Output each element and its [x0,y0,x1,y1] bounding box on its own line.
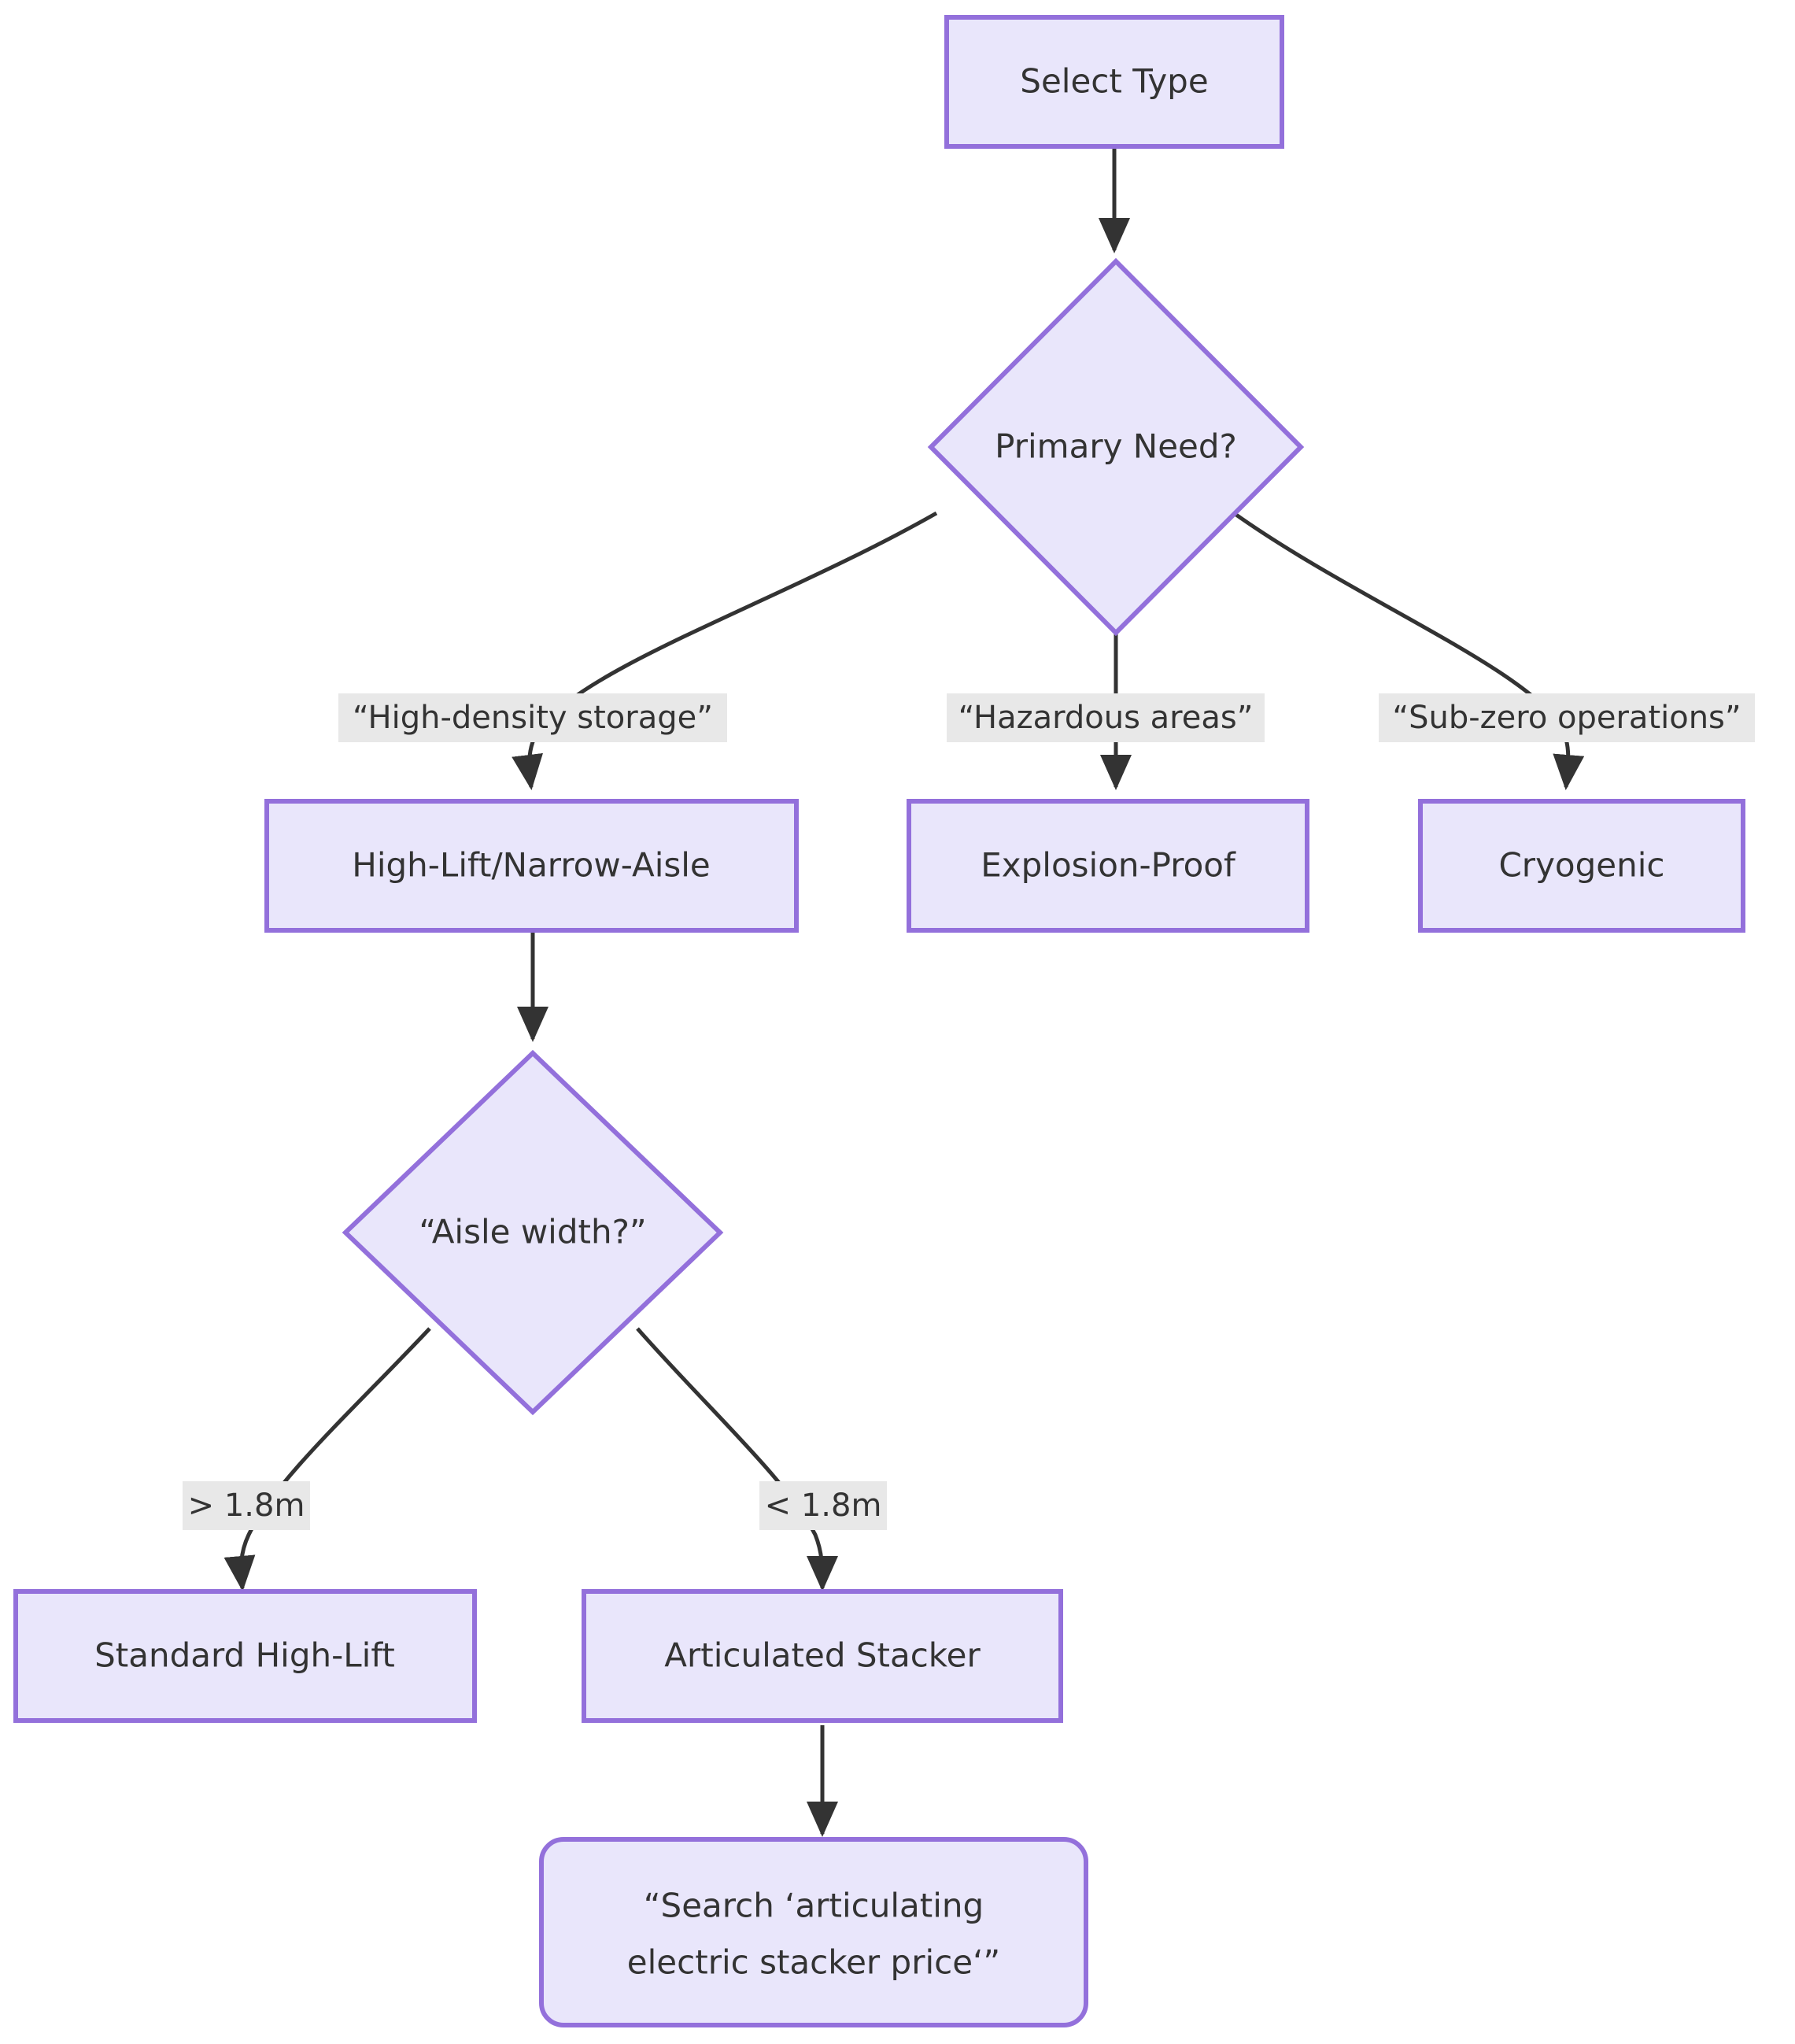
node-label: Select Type [1020,62,1208,101]
edge-label-background [338,693,727,742]
node-label: “Aisle width?” [419,1213,646,1251]
node-primary-need[interactable]: Primary Need? [927,257,1305,637]
edge-label-text: “High-density storage” [353,700,713,736]
node-shape-round-rect[interactable] [539,1837,1088,2027]
node-select-type[interactable]: Select Type [944,15,1284,149]
edge-label-background [759,1481,887,1530]
edge-label-layer: “High-density storage” “Hazardous areas”… [183,693,1755,1530]
node-layer: Select Type Primary Need? High-Lift/Narr… [13,15,1745,2027]
node-explosion-proof[interactable]: Explosion-Proof [907,799,1309,933]
node-shape-diamond[interactable] [927,257,1305,637]
node-aisle-width[interactable]: “Aisle width?” [342,1049,724,1416]
edge-label-background [183,1481,310,1530]
node-label-line-2: electric stacker price‘” [627,1943,1000,1982]
edge-aisle-width-to-articulated-stacker [636,1327,839,1592]
edge-primary-need-to-cryogenic [1232,511,1585,790]
edge-layer [223,149,1585,1838]
node-shape-rect[interactable] [264,799,799,933]
node-shape-rect[interactable] [944,15,1284,149]
edge-label-sub-zero-operations: “Sub-zero operations” [1379,693,1755,742]
edge-label-less-than-1-8m: < 1.8m [759,1481,887,1530]
node-label: Articulated Stacker [664,1636,981,1675]
node-high-lift-narrow-aisle[interactable]: High-Lift/Narrow-Aisle [264,799,799,933]
edge-label-text: < 1.8m [765,1488,882,1524]
edge-aisle-width-to-standard-high-lift [223,1327,431,1591]
node-label: High-Lift/Narrow-Aisle [352,846,711,885]
edge-label-background [947,693,1265,742]
node-label: Cryogenic [1498,846,1664,885]
edge-primary-need-to-high-lift [512,511,938,790]
edge-label-hazardous-areas: “Hazardous areas” [947,693,1265,742]
node-shape-rect[interactable] [907,799,1309,933]
node-label: Explosion-Proof [981,846,1236,885]
node-shape-diamond[interactable] [342,1049,724,1416]
edge-label-greater-than-1-8m: > 1.8m [183,1481,310,1530]
node-label-line-1: “Search ‘articulating [644,1887,984,1925]
node-standard-high-lift[interactable]: Standard High-Lift [13,1589,477,1723]
node-label: Standard High-Lift [94,1636,395,1675]
node-shape-rect[interactable] [582,1589,1063,1723]
node-shape-rect[interactable] [13,1589,477,1723]
node-cryogenic[interactable]: Cryogenic [1418,799,1745,933]
node-label: Primary Need? [995,427,1237,466]
edge-label-high-density-storage: “High-density storage” [338,693,727,742]
edge-label-background [1379,693,1755,742]
node-search-articulating-electric-stacker-price[interactable]: “Search ‘articulating electric stacker p… [539,1837,1088,2027]
edge-label-text: > 1.8m [188,1488,305,1524]
edge-label-text: “Hazardous areas” [958,700,1254,736]
node-articulated-stacker[interactable]: Articulated Stacker [582,1589,1063,1723]
edge-label-text: “Sub-zero operations” [1392,700,1741,736]
node-shape-rect[interactable] [1418,799,1745,933]
